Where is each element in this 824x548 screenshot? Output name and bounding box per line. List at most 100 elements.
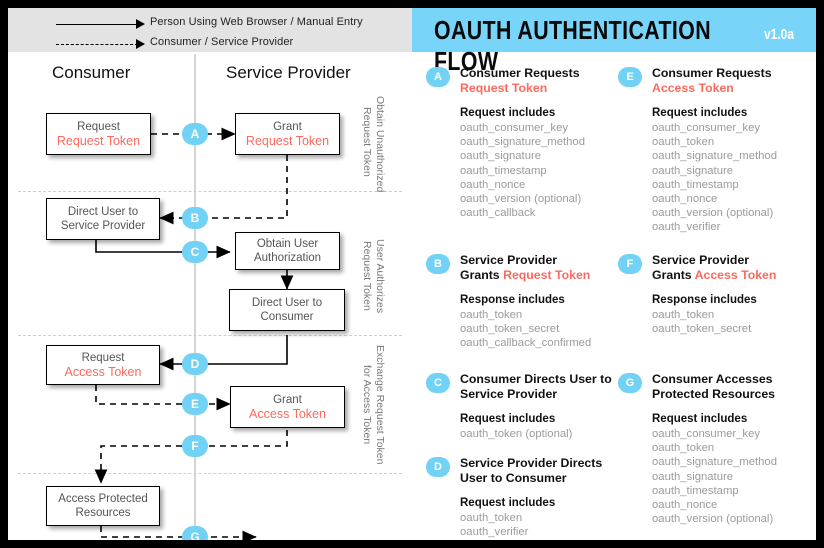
oauth-parameter: oauth_timestamp xyxy=(652,178,739,191)
node-direct-user-to-service-provider[interactable]: Direct User to Service Provider xyxy=(46,198,160,240)
flow-badge-a[interactable]: A xyxy=(182,123,208,145)
flow-diagram-panel: Person Using Web Browser / Manual Entry … xyxy=(8,8,412,540)
phase-divider-2 xyxy=(18,335,402,336)
section-subhead: Request includes xyxy=(460,107,556,119)
node-request-request-token[interactable]: Request Request Token xyxy=(46,113,151,155)
oauth-parameter: oauth_nonce xyxy=(460,178,526,191)
legend-label-manual: Person Using Web Browser / Manual Entry xyxy=(150,16,363,28)
oauth-parameter: oauth_callback_confirmed xyxy=(460,337,592,350)
section-badge-c[interactable]: C xyxy=(426,373,450,393)
node-line-1: Access Protected xyxy=(58,493,148,505)
section-title: Consumer Requests Request Token xyxy=(460,66,580,95)
oauth-parameter: oauth_nonce xyxy=(652,499,718,512)
phase-label-line: for Access Token xyxy=(361,365,373,445)
oauth-parameter: oauth_timestamp xyxy=(652,484,739,497)
diagram-page: Person Using Web Browser / Manual Entry … xyxy=(8,8,816,540)
oauth-parameter: oauth_token xyxy=(652,442,715,455)
node-direct-user-to-consumer[interactable]: Direct User to Consumer xyxy=(229,289,345,331)
node-grant-request-token[interactable]: Grant Request Token xyxy=(235,113,340,155)
node-access-protected-resources[interactable]: Access Protected Resources xyxy=(46,486,160,526)
node-line-1: Grant xyxy=(273,120,302,133)
section-body: Response includes oauth_token oauth_token_… xyxy=(460,293,612,351)
section-badge-e[interactable]: E xyxy=(618,67,642,87)
column-header-service-provider: Service Provider xyxy=(226,63,351,82)
oauth-parameter: oauth_consumer_key xyxy=(652,122,761,134)
oauth-parameter: oauth_token_secret xyxy=(460,323,560,336)
oauth-parameter: oauth_version (optional) xyxy=(652,513,774,526)
section-title-token: Access Token xyxy=(694,267,777,282)
legend-label-consumer-sp: Consumer / Service Provider xyxy=(150,36,294,48)
node-request-access-token[interactable]: Request Access Token xyxy=(46,345,160,385)
node-line-2: Authorization xyxy=(253,252,322,264)
node-line-2: Access Token xyxy=(64,364,142,379)
oauth-parameter: oauth_token_secret xyxy=(652,323,752,336)
section-badge-g[interactable]: G xyxy=(618,373,642,393)
column-header-consumer: Consumer xyxy=(52,63,131,82)
node-line-1: Grant xyxy=(273,393,302,406)
flow-badge-b[interactable]: B xyxy=(182,207,208,229)
flow-badge-c[interactable]: C xyxy=(182,241,208,263)
page-title: OAUTH AUTHENTICATION FLOW xyxy=(434,15,712,76)
legend: Person Using Web Browser / Manual Entry … xyxy=(8,8,412,52)
oauth-parameter: oauth_signature_method xyxy=(652,456,777,469)
oauth-parameter: oauth_signature xyxy=(460,150,542,163)
phase-divider-1 xyxy=(18,191,402,192)
oauth-parameter: oauth_token xyxy=(460,309,523,321)
oauth-parameter: oauth_version (optional) xyxy=(652,207,774,220)
phase-label-line: Obtain Unauthorized xyxy=(374,96,386,193)
phase-label-line: Exchange Request Token xyxy=(374,345,386,465)
oauth-parameter: oauth_consumer_key xyxy=(652,428,761,440)
arrowhead-icon xyxy=(136,19,145,29)
section-subhead: Request includes xyxy=(652,413,748,425)
node-line-1: Request xyxy=(81,351,125,364)
section-badge-d[interactable]: D xyxy=(426,457,450,477)
section-subhead: Response includes xyxy=(652,294,757,306)
oauth-parameter: oauth_callback xyxy=(460,207,536,220)
title-banner: OAUTH AUTHENTICATION FLOW v1.0a xyxy=(412,8,816,76)
section-title: Consumer Requests Access Token xyxy=(652,66,772,95)
section-subhead: Request includes xyxy=(460,497,556,509)
node-line-1: Direct User to xyxy=(251,297,323,309)
oauth-parameter: oauth_verifier xyxy=(460,526,529,539)
section-badge-b[interactable]: B xyxy=(426,254,450,274)
phase-label-line: Request Token xyxy=(361,241,373,311)
section-title-token: Access Token xyxy=(652,80,734,95)
node-grant-access-token[interactable]: Grant Access Token xyxy=(230,386,345,428)
node-line-2: Service Provider xyxy=(60,220,146,232)
lane-divider-line xyxy=(194,54,196,540)
node-obtain-user-authorization[interactable]: Obtain User Authorization xyxy=(235,232,340,270)
node-line-1: Obtain User xyxy=(256,238,319,250)
node-line-2: Resources xyxy=(75,507,131,519)
section-title-token: Request Token xyxy=(460,80,548,95)
section-badge-f[interactable]: F xyxy=(618,254,642,274)
dashed-arrow-icon xyxy=(56,44,138,45)
flow-badge-f[interactable]: F xyxy=(182,435,208,457)
phase-divider-3 xyxy=(18,473,402,474)
node-line-2: Request Token xyxy=(245,133,330,148)
oauth-parameter: oauth_token xyxy=(652,136,715,149)
section-badge-a[interactable]: A xyxy=(426,67,450,87)
oauth-parameter: oauth_signature xyxy=(652,164,734,177)
flow-badge-g[interactable]: G xyxy=(182,526,208,540)
flow-badge-d[interactable]: D xyxy=(182,353,208,375)
flow-badge-e[interactable]: E xyxy=(182,393,208,415)
oauth-parameter: oauth_signature_method xyxy=(460,136,585,149)
node-line-2: Access Token xyxy=(249,406,326,421)
node-line-2: Consumer xyxy=(260,311,314,323)
oauth-parameter: oauth_version (optional) xyxy=(460,193,582,206)
oauth-parameter: oauth_nonce xyxy=(652,193,718,206)
section-subhead: Response includes xyxy=(460,294,565,306)
